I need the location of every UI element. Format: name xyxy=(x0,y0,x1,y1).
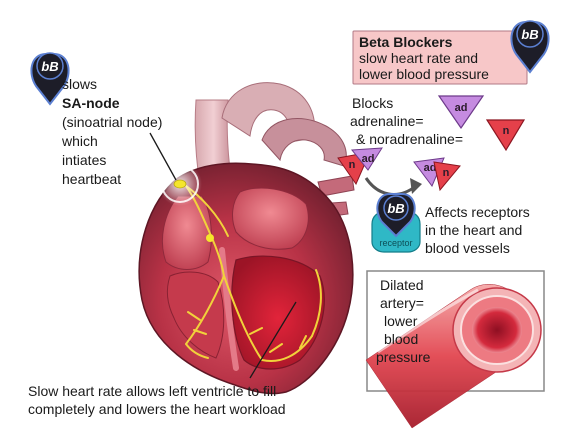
beta-blocker-badge-right: bB xyxy=(510,20,550,74)
receptors-line-1: Affects receptors xyxy=(425,204,530,220)
noradrenaline-token: n xyxy=(485,119,526,152)
noradrenaline-label: n xyxy=(349,159,356,171)
sa-node-line-slows: slows xyxy=(62,76,97,92)
receptors-line-2: in the heart and xyxy=(425,222,522,238)
sa-node xyxy=(173,179,187,189)
artery-lumen xyxy=(472,307,522,353)
info-box-line-2: lower blood pressure xyxy=(359,66,489,82)
badge-label: bB xyxy=(41,59,58,74)
info-box-line-1: slow heart rate and xyxy=(359,50,478,66)
sa-node-pointer xyxy=(149,132,177,181)
noradrenaline-label: n xyxy=(503,125,510,137)
heart-illustration xyxy=(138,82,355,395)
sa-node-line-initiates: intiates xyxy=(62,152,106,168)
molecule-pair-right: ad n xyxy=(413,157,461,192)
artery-line-5: pressure xyxy=(376,349,431,365)
adrenaline-label: ad xyxy=(455,102,468,114)
caption-line-1: Slow heart rate allows left ventricle to… xyxy=(28,383,276,399)
receptor-group: receptor bB xyxy=(371,193,421,253)
arrow-head xyxy=(410,178,422,194)
adrenaline-token: ad xyxy=(437,95,485,130)
blocks-line-1: Blocks xyxy=(352,95,393,111)
beta-blocker-badge-left: bB xyxy=(30,52,70,106)
blocks-line-3: & noradrenaline= xyxy=(356,131,463,147)
artery-panel xyxy=(365,270,545,429)
receptor-label: receptor xyxy=(379,238,412,248)
conduction-pathways xyxy=(185,185,322,362)
sa-node-title: SA-node xyxy=(62,95,120,111)
left-atrium xyxy=(232,187,309,250)
beta-blockers-info-box: Beta Blockers slow heart rate and lower … xyxy=(352,30,528,85)
sa-node-ring xyxy=(161,165,199,203)
adrenaline-label: ad xyxy=(362,153,375,165)
caption-line-2: completely and lowers the heart workload xyxy=(28,401,286,417)
sa-node-subtitle: (sinoatrial node) xyxy=(62,114,162,130)
noradrenaline-label: n xyxy=(443,167,450,179)
info-box-title: Beta Blockers xyxy=(359,34,453,50)
adrenaline-label: ad xyxy=(424,162,437,174)
pulmonary-artery xyxy=(261,118,347,167)
blocks-line-2: adrenaline= xyxy=(350,113,424,129)
artery-line-4: blood xyxy=(384,331,418,347)
right-atrium xyxy=(161,195,212,270)
right-ventricle xyxy=(166,271,225,359)
receptors-line-3: blood vessels xyxy=(425,240,510,256)
artery-line-1: Dilated xyxy=(380,277,424,293)
molecule-pair-left: n ad xyxy=(337,147,383,186)
sa-node-line-heartbeat: heartbeat xyxy=(62,171,121,187)
septum xyxy=(219,247,239,371)
badge-label: bB xyxy=(521,27,538,42)
artery-line-2: artery= xyxy=(380,295,424,311)
badge-label: bB xyxy=(387,201,404,216)
curved-arrow xyxy=(364,177,417,196)
av-node xyxy=(206,234,214,242)
ventricle-pointer xyxy=(249,301,297,379)
left-ventricle xyxy=(231,255,325,370)
artery-line-3: lower xyxy=(384,313,418,329)
sa-node-line-which: which xyxy=(61,133,98,149)
